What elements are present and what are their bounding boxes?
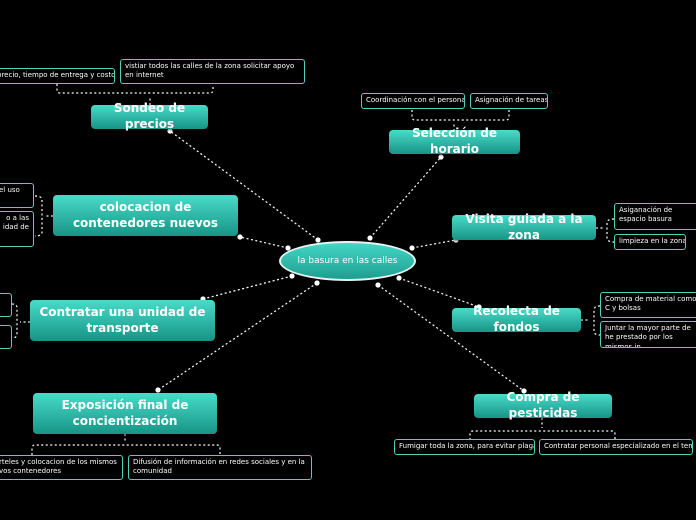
topic-seleccion-de-horario[interactable]: Selección de horario — [389, 126, 520, 156]
leaf-carteles-contenedores[interactable]: rteles y colocacion de los mismos vos co… — [0, 455, 123, 480]
leaf-limpieza-zona[interactable]: limpieza en la zona — [614, 234, 686, 250]
leaf-coordinacion-personal[interactable]: Coordinación con el personal — [361, 93, 465, 109]
topic-sondeo-de-precios[interactable]: Sondeo de precios — [91, 101, 208, 131]
topic-contratar-transporte[interactable]: Contratar una unidad de transporte — [30, 300, 215, 341]
leaf-vistiar-calles[interactable]: vistiar todos las calles de la zona soli… — [120, 59, 305, 84]
topic-exposicion-final[interactable]: Exposición final de concientización — [33, 393, 217, 434]
topic-label: Visita guiada a la zona — [465, 211, 583, 242]
leaf-a-las-idad[interactable]: o a las idad de — [0, 211, 34, 247]
leaf-precio-tiempo[interactable]: precio, tiempo de entrega y costo. — [0, 68, 115, 84]
central-topic-label: la basura en las calles — [297, 256, 398, 266]
topic-recolecta-de-fondos[interactable]: Recolecta de fondos — [452, 304, 581, 334]
leaf-difusion-redes[interactable]: Difusión de información en redes sociale… — [128, 455, 312, 480]
topic-visita-guiada[interactable]: Visita guiada a la zona — [452, 211, 596, 242]
topic-compra-de-pesticidas[interactable]: Compra de pesticidas — [474, 390, 612, 420]
topic-label: Compra de pesticidas — [506, 390, 580, 420]
leaf-juntar-herramientas[interactable]: Juntar la mayor parte de he prestado por… — [600, 321, 696, 348]
leaf-compra-material[interactable]: Compra de material como; C y bolsas — [600, 292, 696, 318]
leaf-asignacion-espacio[interactable]: Asiganación de espacio basura — [614, 203, 696, 230]
leaf-asignacion-tareas[interactable]: Asignación de tareas — [470, 93, 548, 109]
central-topic[interactable]: la basura en las calles — [279, 241, 416, 281]
topic-label: colocacion de contenedores nuevos — [72, 199, 219, 230]
topic-label: Exposición final de concientización — [61, 397, 189, 428]
topic-label: Sondeo de precios — [113, 101, 186, 131]
topic-colocacion-contenedores[interactable]: colocacion de contenedores nuevos — [53, 195, 238, 236]
leaf-transporte-2[interactable] — [0, 325, 12, 349]
topic-label: Selección de horario — [411, 126, 498, 156]
leaf-contratar-personal[interactable]: Contratar personal especializado en el t… — [539, 439, 693, 455]
leaf-transporte-1[interactable] — [0, 293, 12, 317]
leaf-fumigar-zona[interactable]: Fumigar toda la zona, para evitar plagas — [394, 439, 535, 455]
leaf-el-uso[interactable]: el uso — [0, 183, 34, 208]
topic-label: Contratar una unidad de transporte — [39, 304, 206, 335]
topic-label: Recolecta de fondos — [473, 304, 560, 334]
